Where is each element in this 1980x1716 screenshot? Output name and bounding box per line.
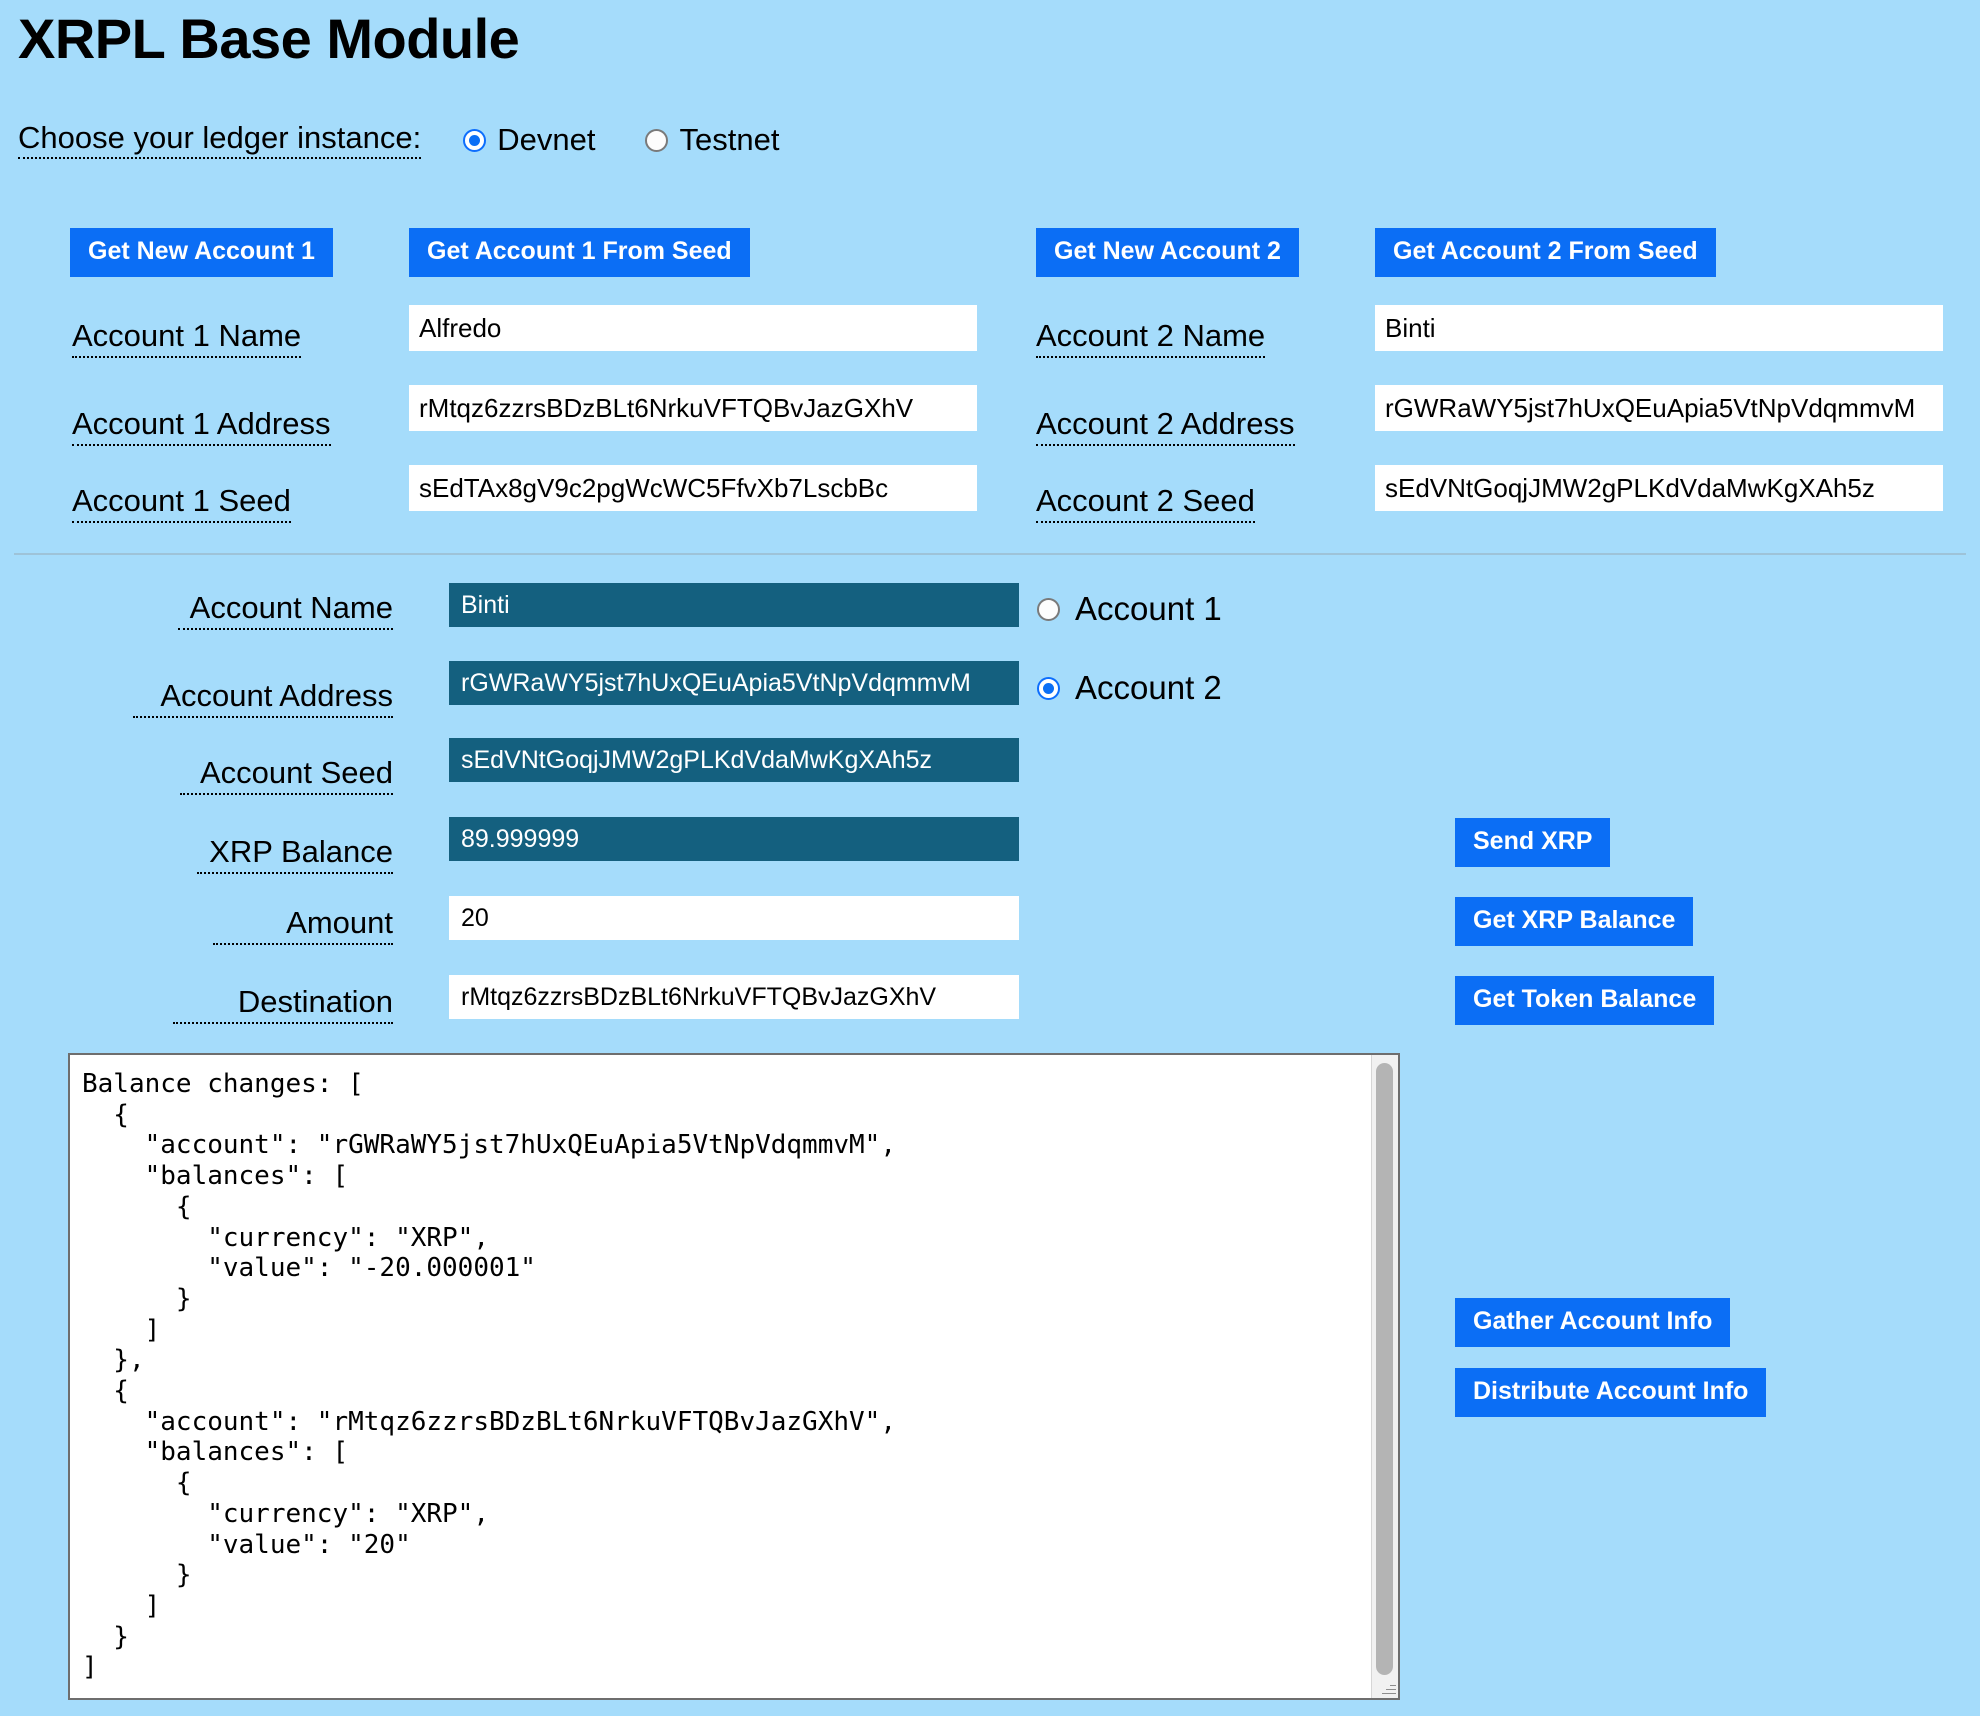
radio-account-1-indicator[interactable] <box>1037 597 1060 621</box>
log-output[interactable]: Balance changes: [ { "account": "rGWRaWY… <box>68 1053 1400 1700</box>
account-name-input[interactable] <box>449 583 1019 627</box>
radio-testnet-label: Testnet <box>679 122 780 157</box>
account-1-seed-label: Account 1 Seed <box>72 484 291 523</box>
account-2-name-input[interactable] <box>1375 305 1943 351</box>
radio-account-2-indicator[interactable] <box>1037 676 1060 700</box>
destination-label: Destination <box>173 985 393 1024</box>
amount-label: Amount <box>213 906 393 945</box>
gather-account-info-button[interactable]: Gather Account Info <box>1455 1298 1731 1347</box>
account-1-name-label: Account 1 Name <box>72 319 302 358</box>
log-output-text: Balance changes: [ { "account": "rGWRaWY… <box>82 1069 896 1683</box>
destination-input[interactable] <box>449 975 1019 1019</box>
log-scrollbar[interactable] <box>1371 1055 1398 1698</box>
account-name-label: Account Name <box>178 591 393 630</box>
send-xrp-button[interactable]: Send XRP <box>1455 818 1611 867</box>
get-new-account-1-button[interactable]: Get New Account 1 <box>70 228 333 277</box>
radio-account-1[interactable]: Account 1 <box>1037 590 1222 628</box>
get-new-account-2-button[interactable]: Get New Account 2 <box>1036 228 1299 277</box>
account-2-address-label: Account 2 Address <box>1036 407 1295 446</box>
radio-testnet-indicator[interactable] <box>645 128 669 152</box>
ledger-instance-label: Choose your ledger instance: <box>18 120 422 160</box>
account-seed-input[interactable] <box>449 738 1019 782</box>
account-2-address-input[interactable] <box>1375 385 1943 431</box>
radio-account-2-label: Account 2 <box>1075 669 1222 706</box>
account-2-name-label: Account 2 Name <box>1036 319 1266 358</box>
ledger-instance-row: Choose your ledger instance: Devnet Test… <box>18 120 779 160</box>
resize-handle-icon[interactable] <box>1380 1680 1396 1696</box>
account-1-address-input[interactable] <box>409 385 977 431</box>
accounts-panel: Get New Account 1 Get Account 1 From See… <box>0 0 1980 560</box>
log-scrollbar-thumb[interactable] <box>1376 1063 1393 1675</box>
radio-devnet-label: Devnet <box>497 122 596 157</box>
xrp-balance-label: XRP Balance <box>197 835 393 874</box>
xrp-balance-input[interactable] <box>449 817 1019 861</box>
account-address-label: Account Address <box>133 679 393 718</box>
page-title: XRPL Base Module <box>18 7 520 70</box>
account-1-name-input[interactable] <box>409 305 977 351</box>
section-divider <box>14 553 1966 555</box>
radio-devnet-indicator[interactable] <box>463 128 487 152</box>
amount-input[interactable] <box>449 896 1019 940</box>
get-account-2-from-seed-button[interactable]: Get Account 2 From Seed <box>1375 228 1716 277</box>
get-xrp-balance-button[interactable]: Get XRP Balance <box>1455 897 1694 946</box>
account-address-input[interactable] <box>449 661 1019 705</box>
account-1-seed-input[interactable] <box>409 465 977 511</box>
distribute-account-info-button[interactable]: Distribute Account Info <box>1455 1368 1767 1417</box>
account-1-address-label: Account 1 Address <box>72 407 331 446</box>
account-2-seed-label: Account 2 Seed <box>1036 484 1255 523</box>
radio-account-2[interactable]: Account 2 <box>1037 669 1222 707</box>
radio-account-1-label: Account 1 <box>1075 590 1222 627</box>
radio-devnet[interactable]: Devnet <box>463 122 595 158</box>
radio-testnet[interactable]: Testnet <box>645 122 779 158</box>
account-2-seed-input[interactable] <box>1375 465 1943 511</box>
account-seed-label: Account Seed <box>180 756 393 795</box>
get-token-balance-button[interactable]: Get Token Balance <box>1455 976 1715 1025</box>
get-account-1-from-seed-button[interactable]: Get Account 1 From Seed <box>409 228 750 277</box>
